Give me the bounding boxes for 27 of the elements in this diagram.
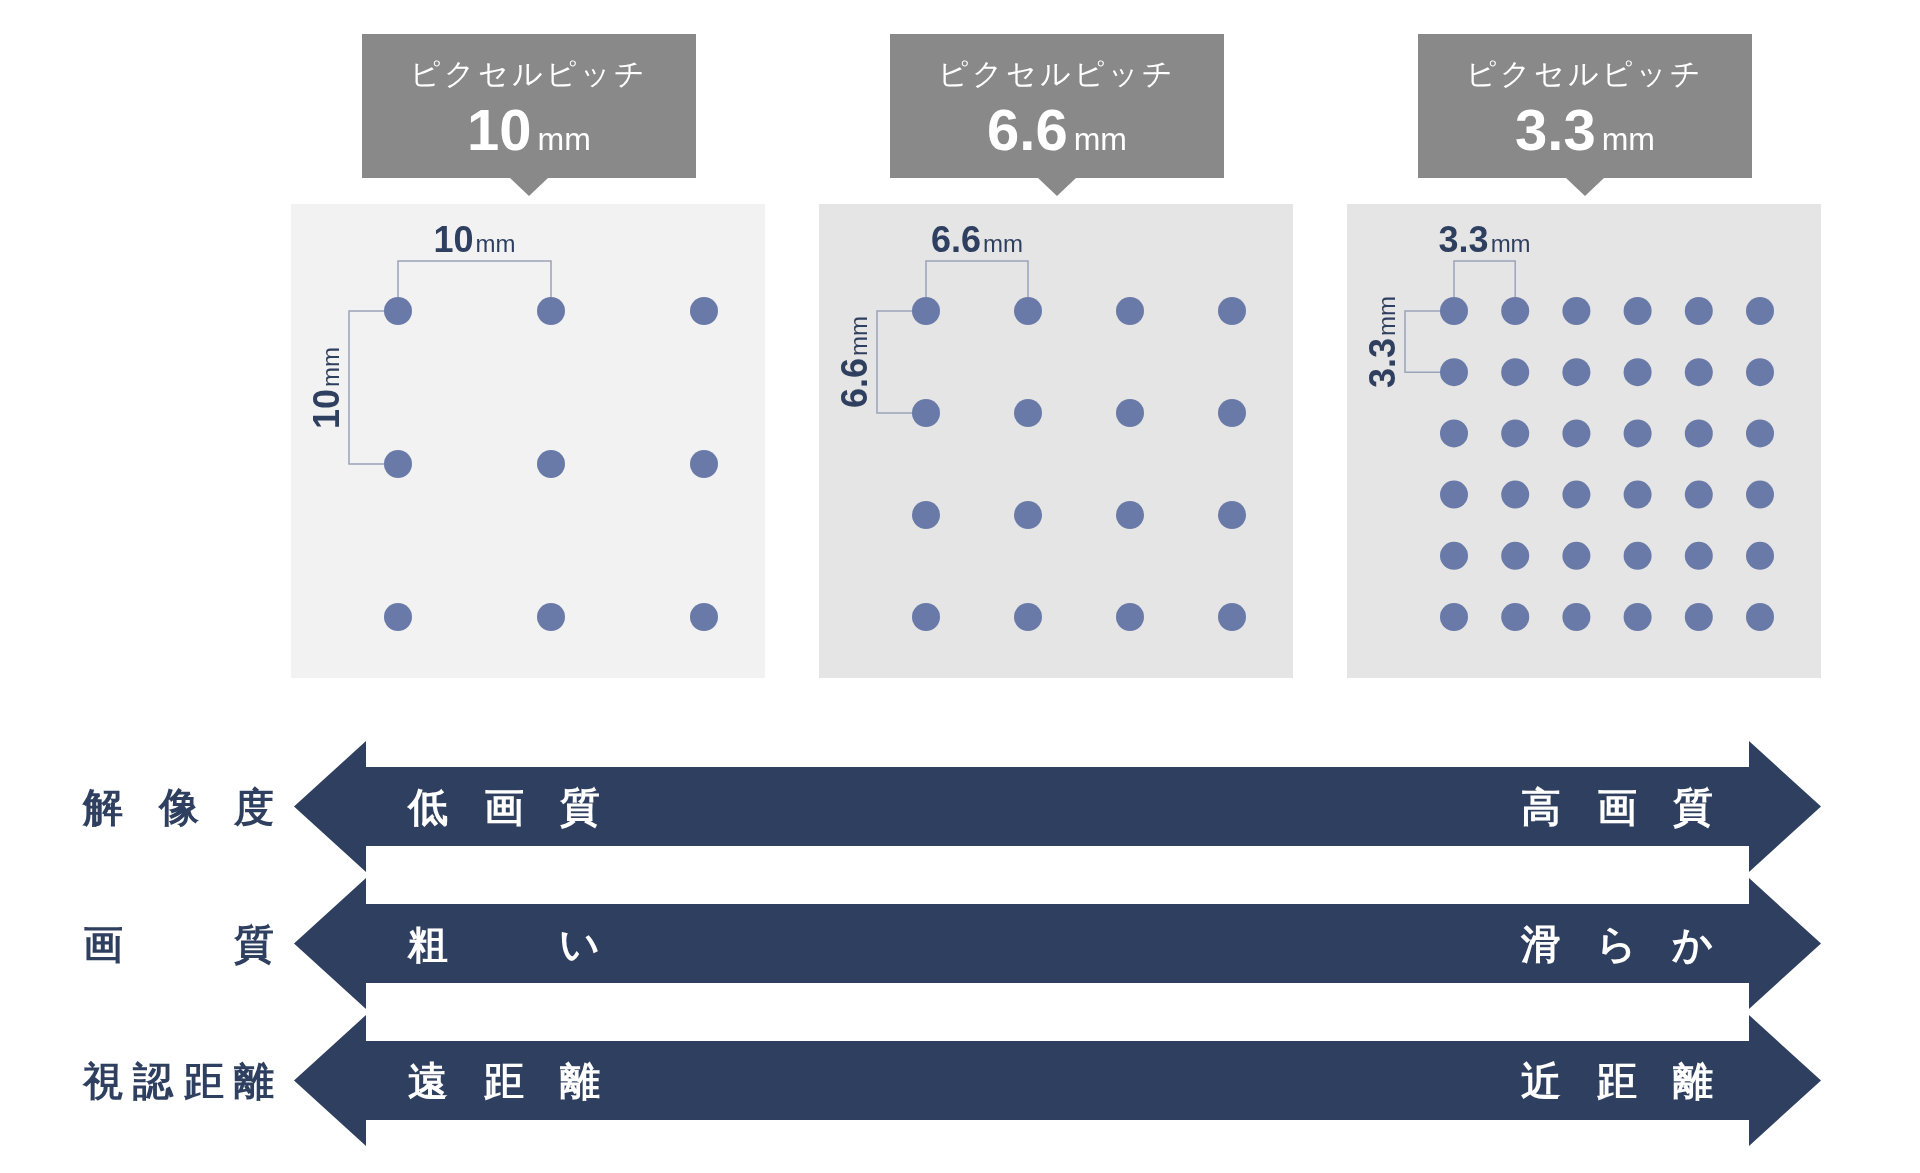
scale-band (294, 741, 1821, 872)
panel (291, 204, 765, 678)
scale-label: 高画質 (1521, 786, 1713, 827)
dimension-label: 10mm (309, 346, 345, 429)
panel (819, 204, 1293, 678)
scale-label: 滑らか (1521, 923, 1713, 964)
row-label: 画質 (83, 923, 274, 964)
scale-band (294, 1015, 1821, 1146)
callout-title: ピクセルピッチ (410, 59, 648, 89)
row-label: 視認距離 (83, 1060, 274, 1101)
callout-box (1418, 34, 1752, 196)
callout-title: ピクセルピッチ (1466, 59, 1704, 89)
scale-label: 遠距離 (408, 1060, 600, 1101)
scale-label: 低画質 (408, 786, 600, 827)
row-label: 解像度 (83, 786, 274, 827)
dimension-label: 6.6mm (931, 222, 1023, 258)
callout-box (890, 34, 1224, 196)
dimension-label: 6.6mm (837, 316, 873, 408)
scale-label: 粗い (408, 923, 600, 964)
scale-label: 近距離 (1521, 1060, 1713, 1101)
callout-box (362, 34, 696, 196)
callout-title: ピクセルピッチ (938, 59, 1176, 89)
panel (1347, 204, 1821, 678)
dimension-label: 10mm (433, 222, 516, 258)
scale-band (294, 878, 1821, 1009)
dimension-label: 3.3mm (1438, 222, 1531, 258)
dimension-label: 3.3mm (1365, 295, 1401, 388)
